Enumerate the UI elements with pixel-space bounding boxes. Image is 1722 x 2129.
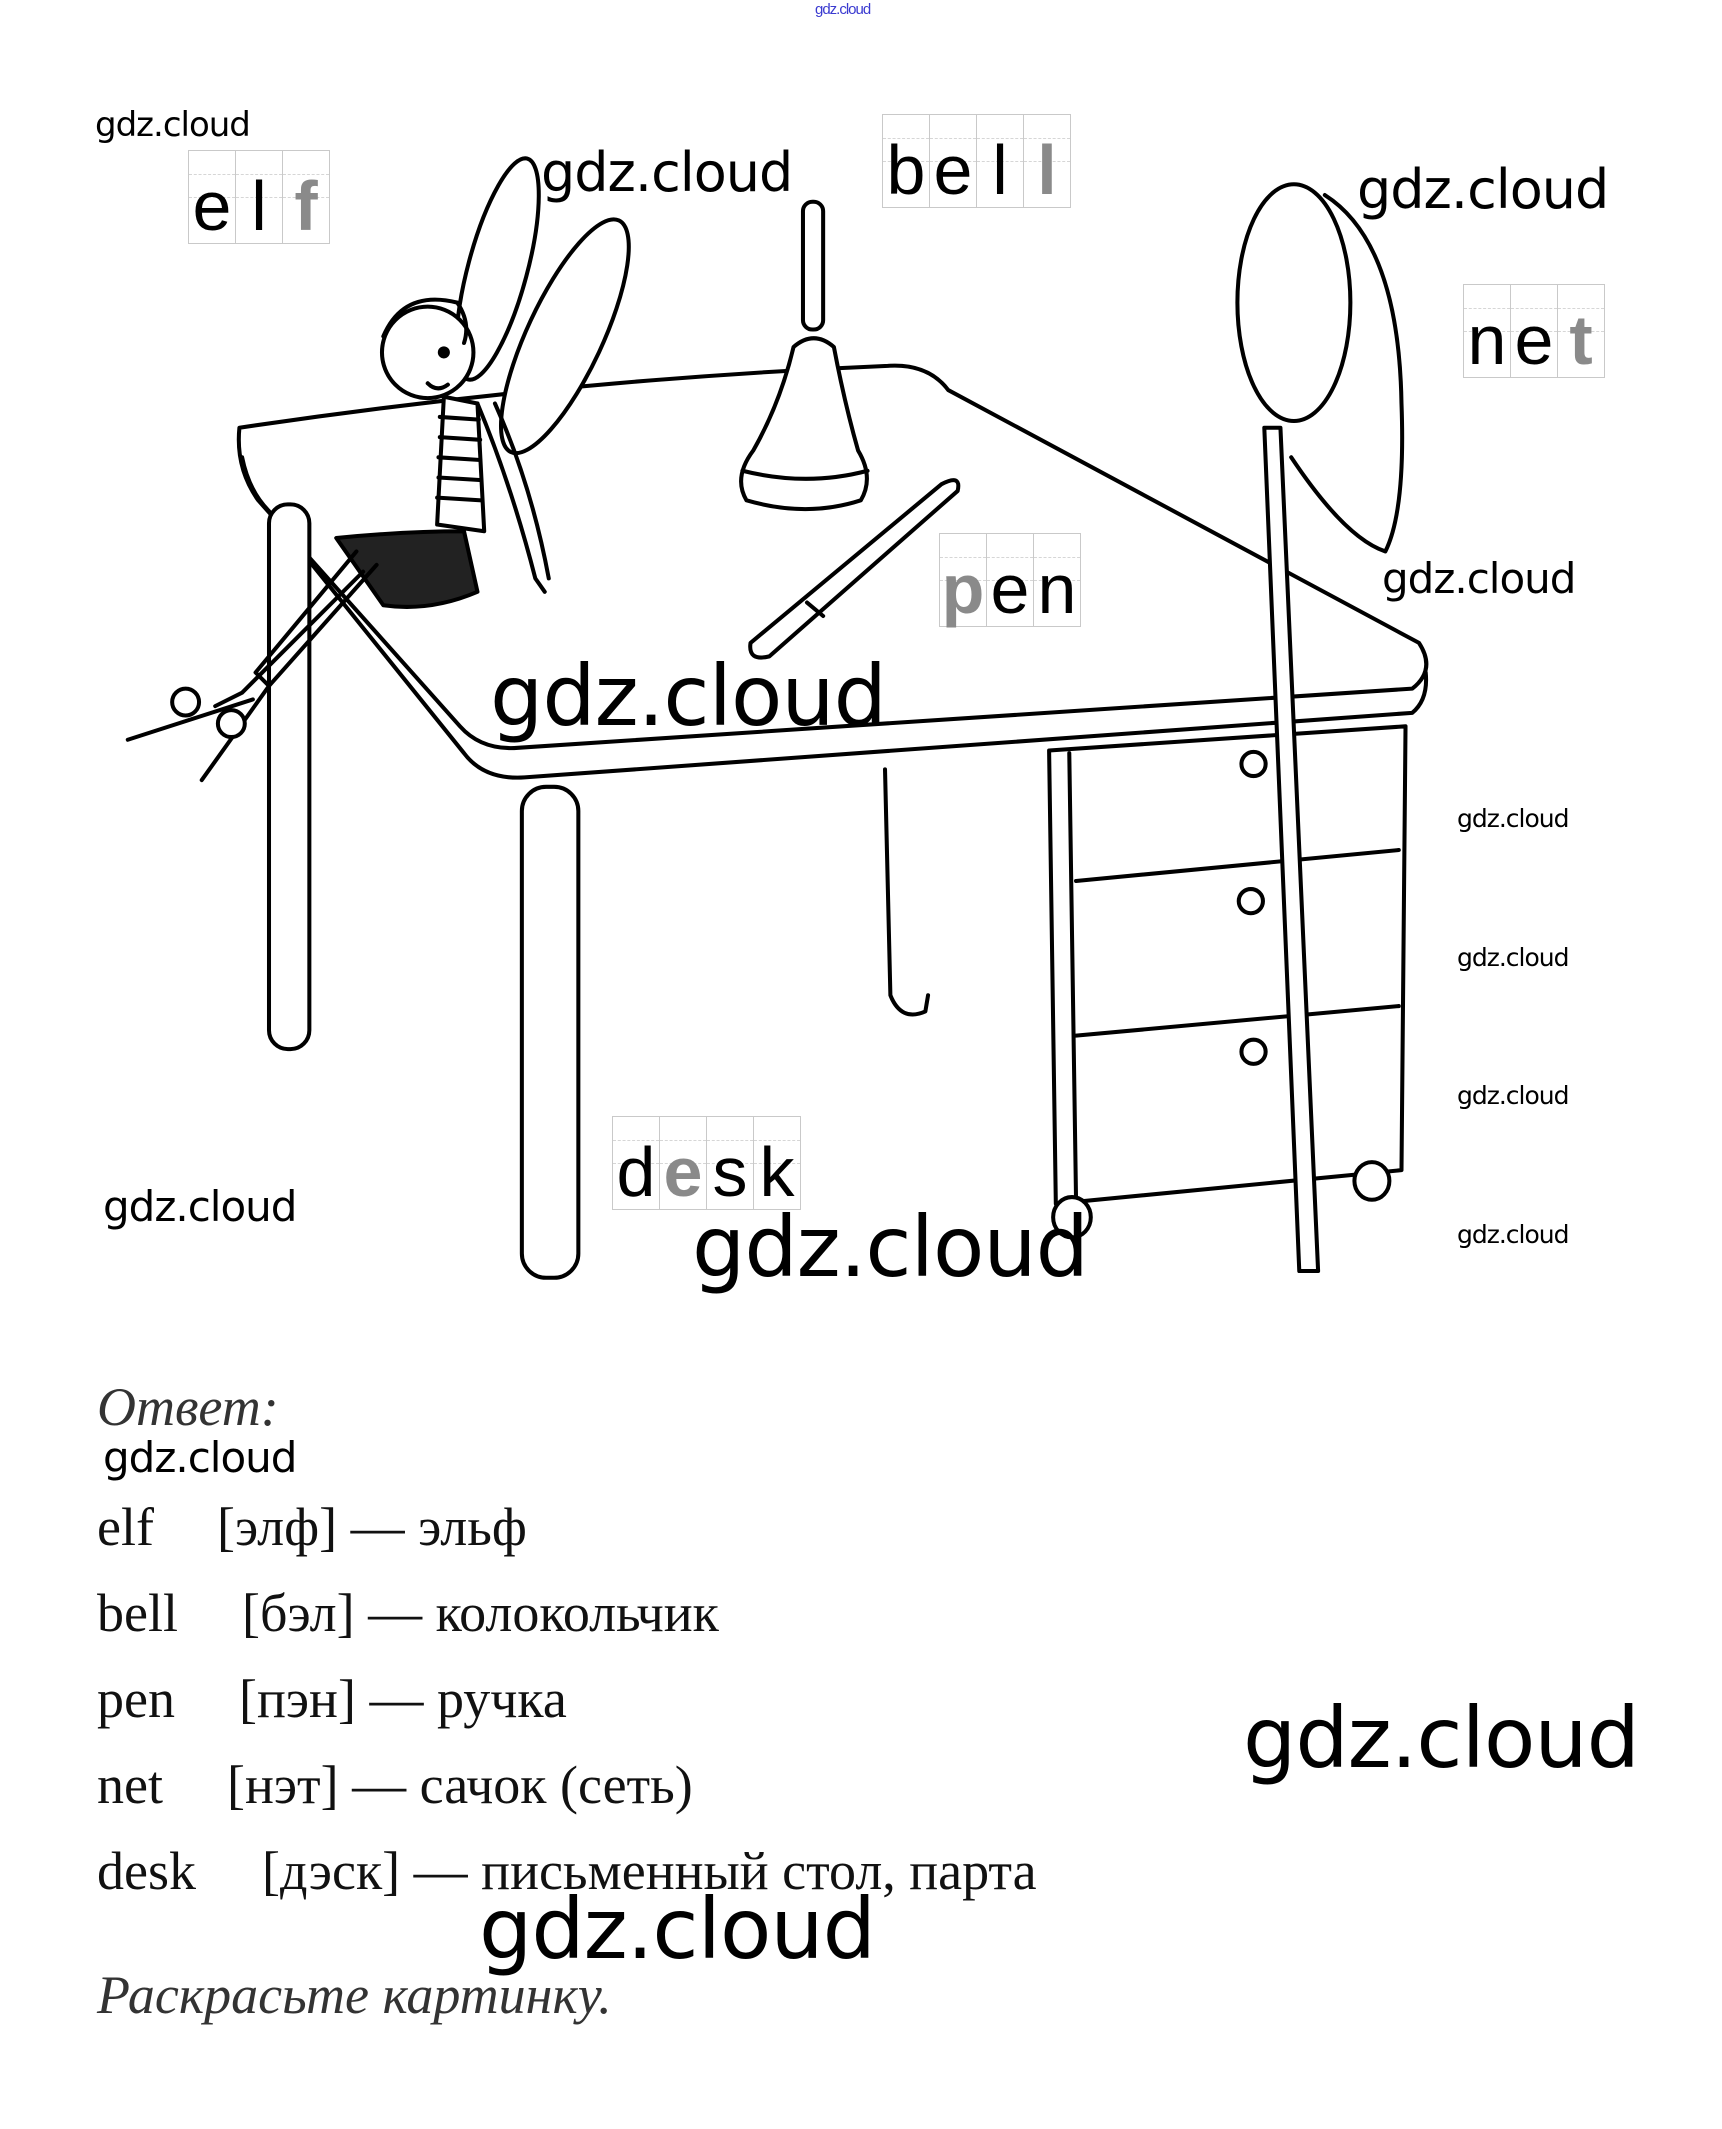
letter: s bbox=[712, 1133, 748, 1211]
entry-translation: эльф bbox=[418, 1497, 527, 1557]
letter-cell: e bbox=[930, 114, 977, 208]
answer-entry: bell [бэл] — колокольчик bbox=[97, 1586, 719, 1640]
entry-transcription: [нэт] bbox=[227, 1755, 339, 1815]
entry-dash: — bbox=[413, 1841, 468, 1901]
entry-word: elf bbox=[97, 1497, 154, 1557]
watermark-top: gdz.cloud bbox=[815, 1, 871, 18]
letter-cell: t bbox=[1558, 284, 1605, 378]
entry-transcription: [элф] bbox=[217, 1497, 338, 1557]
word-grid-desk: d e s k bbox=[612, 1116, 801, 1210]
letter: k bbox=[759, 1133, 795, 1211]
letter-cell: l bbox=[977, 114, 1024, 208]
coloring-instruction: Раскрасьте картинку. bbox=[97, 1965, 612, 2025]
highlighted-letter: p bbox=[941, 550, 985, 628]
entry-translation: письменный стол, парта bbox=[481, 1841, 1037, 1901]
letter-cell: p bbox=[939, 533, 987, 627]
entry-dash: — bbox=[368, 1583, 423, 1643]
letter-cell: k bbox=[754, 1116, 801, 1210]
watermark: gdz.cloud bbox=[103, 1182, 297, 1231]
word-grid-pen: p e n bbox=[939, 533, 1081, 627]
letter: e bbox=[1514, 301, 1554, 379]
watermark: gdz.cloud bbox=[479, 1880, 876, 1978]
highlighted-letter: f bbox=[294, 167, 318, 245]
letter-cell: l bbox=[1024, 114, 1071, 208]
entry-word: net bbox=[97, 1755, 163, 1815]
pen-drawing bbox=[748, 478, 961, 660]
letter-cell: e bbox=[1511, 284, 1558, 378]
letter: e bbox=[990, 550, 1030, 628]
highlighted-letter: e bbox=[663, 1133, 703, 1211]
desk-illustration bbox=[125, 156, 1429, 1280]
elf-drawing bbox=[125, 156, 631, 783]
watermark: gdz.cloud bbox=[1382, 554, 1576, 603]
watermark: gdz.cloud bbox=[1243, 1689, 1640, 1787]
word-grid-bell: b e l l bbox=[882, 114, 1071, 208]
entry-transcription: [бэл] bbox=[242, 1583, 355, 1643]
entry-word: bell bbox=[97, 1583, 178, 1643]
letter-cell: e bbox=[987, 533, 1034, 627]
entry-word: pen bbox=[97, 1669, 175, 1729]
watermark: gdz.cloud bbox=[1457, 943, 1570, 972]
letter: b bbox=[886, 131, 926, 209]
answer-entry: elf [элф] — эльф bbox=[97, 1500, 527, 1554]
letter-cell: b bbox=[882, 114, 930, 208]
bell-drawing bbox=[739, 199, 870, 512]
watermark: gdz.cloud bbox=[1457, 1220, 1570, 1249]
entry-translation: сачок (сеть) bbox=[419, 1755, 693, 1815]
letter-cell: f bbox=[283, 150, 330, 244]
letter-cell: s bbox=[707, 1116, 754, 1210]
letter: d bbox=[616, 1133, 656, 1211]
entry-translation: ручка bbox=[436, 1669, 567, 1729]
answer-heading: Ответ: bbox=[97, 1377, 279, 1437]
watermark: gdz.cloud bbox=[1457, 1081, 1570, 1110]
answer-entry: pen [пэн] — ручка bbox=[97, 1672, 567, 1726]
letter-cell: n bbox=[1463, 284, 1511, 378]
letter-cell: d bbox=[612, 1116, 660, 1210]
highlighted-letter: t bbox=[1569, 301, 1593, 379]
answer-entry: net [нэт] — сачок (сеть) bbox=[97, 1758, 693, 1812]
net-drawing bbox=[1235, 182, 1405, 1274]
answer-entry: desk [дэск] — письменный стол, парта bbox=[97, 1844, 1037, 1898]
desk-drawing bbox=[236, 363, 1429, 1280]
entry-translation: колокольчик bbox=[435, 1583, 719, 1643]
watermark: gdz.cloud bbox=[692, 1198, 1089, 1296]
entry-dash: — bbox=[369, 1669, 424, 1729]
word-grid-net: n e t bbox=[1463, 284, 1605, 378]
entry-dash: — bbox=[350, 1497, 405, 1557]
watermark: gdz.cloud bbox=[541, 141, 793, 204]
letter: n bbox=[1467, 301, 1507, 379]
letter-cell: n bbox=[1034, 533, 1081, 627]
watermark: gdz.cloud bbox=[1357, 158, 1609, 221]
watermark: gdz.cloud bbox=[1457, 804, 1570, 833]
letter-cell: e bbox=[660, 1116, 707, 1210]
entry-transcription: [дэск] bbox=[262, 1841, 401, 1901]
entry-dash: — bbox=[352, 1755, 407, 1815]
entry-transcription: [пэн] bbox=[239, 1669, 356, 1729]
watermark: gdz.cloud bbox=[95, 105, 251, 145]
letter: l bbox=[251, 167, 267, 245]
highlighted-letter: l bbox=[1037, 131, 1057, 209]
letter: e bbox=[933, 131, 973, 209]
letter-cell: l bbox=[236, 150, 283, 244]
letter: n bbox=[1037, 550, 1077, 628]
watermark: gdz.cloud bbox=[103, 1433, 297, 1482]
word-grid-elf: e l f bbox=[188, 150, 330, 244]
watermark: gdz.cloud bbox=[490, 647, 887, 745]
letter-cell: e bbox=[188, 150, 236, 244]
entry-word: desk bbox=[97, 1841, 196, 1901]
letter: l bbox=[992, 131, 1008, 209]
letter: e bbox=[192, 167, 232, 245]
